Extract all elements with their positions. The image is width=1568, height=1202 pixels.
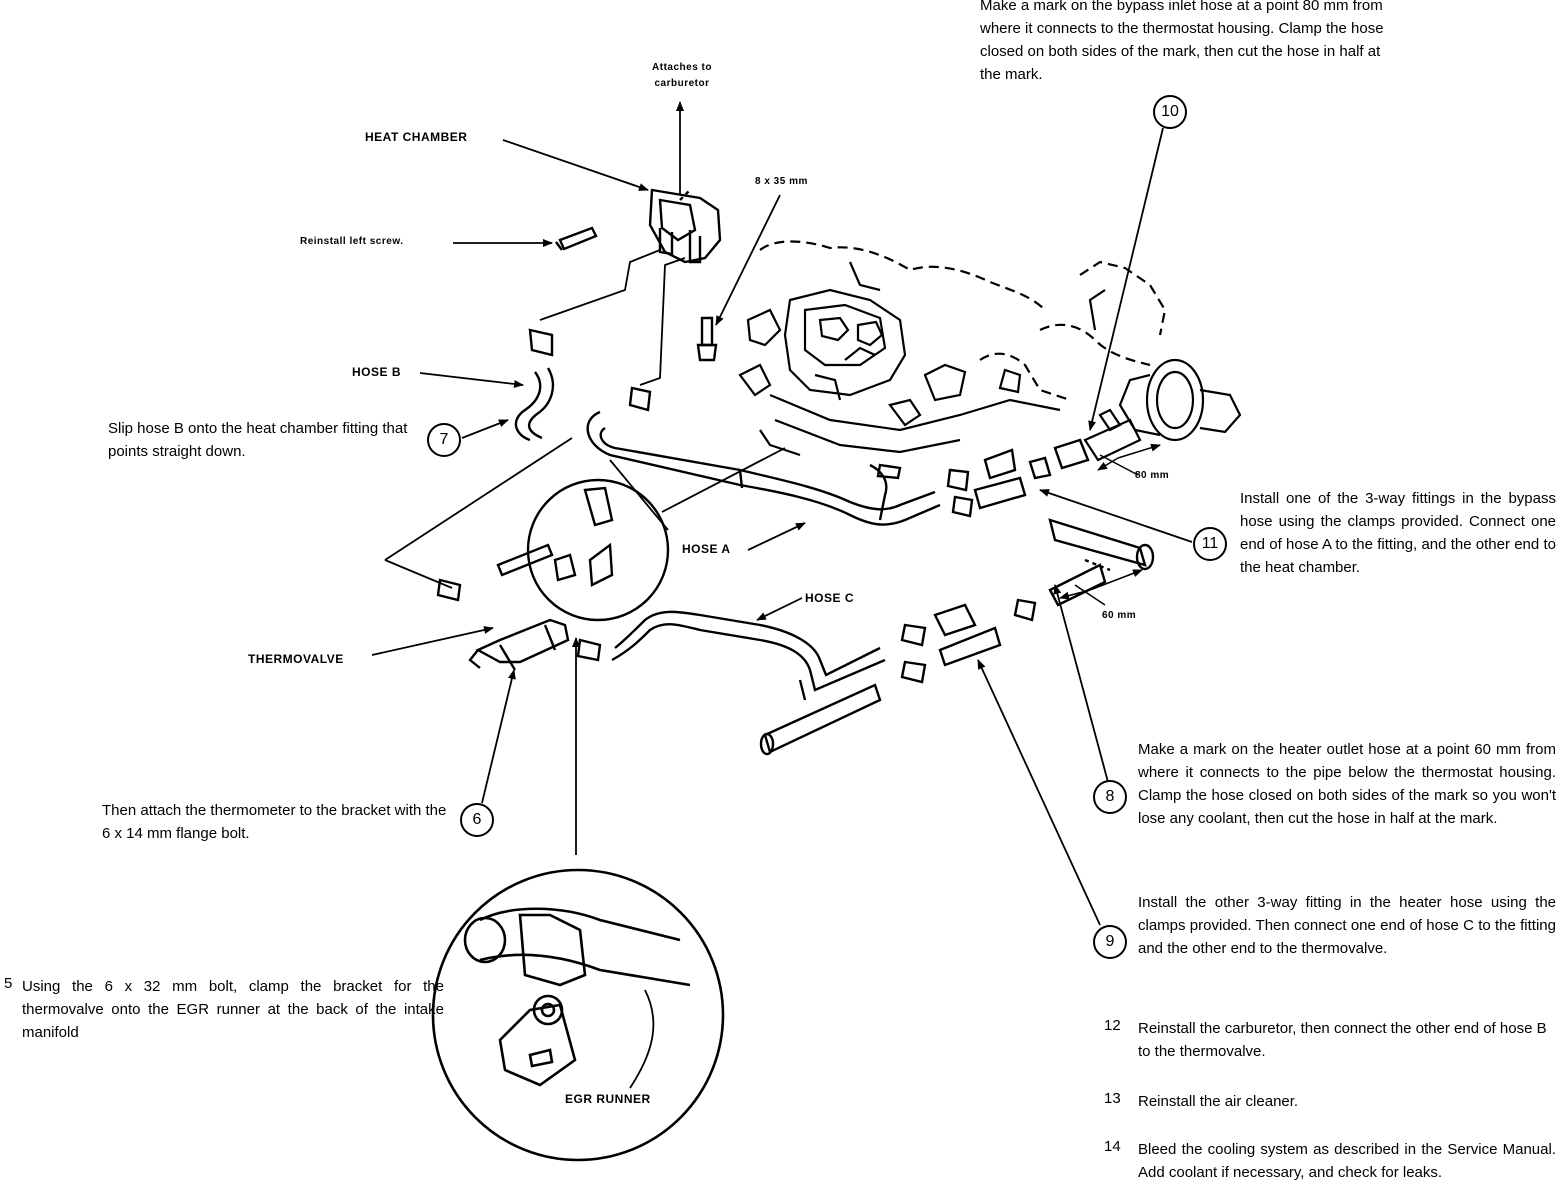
egr-runner-label: EGR RUNNER [565, 1092, 651, 1106]
step-5-number: 5 [4, 975, 13, 992]
heater-hose-drawing [759, 518, 1155, 756]
hose-c-label: HOSE C [805, 591, 855, 605]
hose-a-label: HOSE A [682, 542, 731, 556]
heat-chamber-label: HEAT CHAMBER [365, 130, 468, 144]
step-9-callout: 9 [1093, 925, 1127, 959]
engine-outline [738, 240, 1167, 457]
reinstall-left-screw-label: Reinstall left screw. [300, 236, 404, 247]
step-13-number: 13 [1104, 1090, 1121, 1107]
step-14-text: Bleed the cooling system as described in… [1138, 1141, 1556, 1181]
hose-a-drawing [586, 386, 941, 526]
dimension-60mm [1059, 569, 1143, 606]
step-12-text: Reinstall the carburetor, then connect t… [1138, 1020, 1547, 1060]
attaches-to-carburetor-label: Attaches to carburetor [652, 62, 712, 89]
step-11-callout: 11 [1193, 527, 1227, 561]
egr-runner-detail [431, 868, 725, 1162]
bolt-8x35-label: 8 x 35 mm [755, 176, 808, 187]
step-7-callout: 7 [427, 423, 461, 457]
hose-c-drawing [576, 610, 886, 701]
bracket-detail [496, 478, 670, 622]
step-14-number: 14 [1104, 1138, 1121, 1155]
thermovalve-drawing [436, 578, 570, 671]
step-6-callout: 6 [460, 803, 494, 837]
step-9-text: Install the other 3-way fitting in the h… [1138, 894, 1556, 957]
step-11-text: Install one of the 3-way fittings in the… [1240, 490, 1556, 576]
step-10-callout: 10 [1153, 95, 1187, 129]
thermovalve-label: THERMOVALVE [248, 652, 344, 666]
heat-chamber [648, 188, 722, 264]
step-8-text: Make a mark on the heater outlet hose at… [1138, 741, 1556, 827]
hose-b-drawing [514, 328, 555, 442]
leader-lines [371, 101, 1193, 1089]
thermostat-housing [1083, 358, 1242, 462]
bolt-8x35 [696, 316, 718, 362]
left-screw [555, 226, 598, 251]
dimension-80mm [1097, 443, 1161, 476]
dimension-80mm-label: 80 mm [1135, 470, 1170, 481]
step-10-text: Make a mark on the bypass inlet hose at … [980, 0, 1384, 83]
hose-b-label: HOSE B [352, 365, 402, 379]
step-5-text: Using the 6 x 32 mm bolt, clamp the brac… [22, 978, 444, 1041]
dimension-60mm-label: 60 mm [1102, 610, 1137, 621]
step-12-number: 12 [1104, 1017, 1121, 1034]
step-8-callout: 8 [1093, 780, 1127, 814]
three-way-fitting-bypass [946, 438, 1090, 518]
step-7-text: Slip hose B onto the heat chamber fittin… [108, 420, 408, 460]
step-13-text: Reinstall the air cleaner. [1138, 1093, 1299, 1110]
step-6-text: Then attach the thermometer to the brack… [102, 802, 447, 842]
